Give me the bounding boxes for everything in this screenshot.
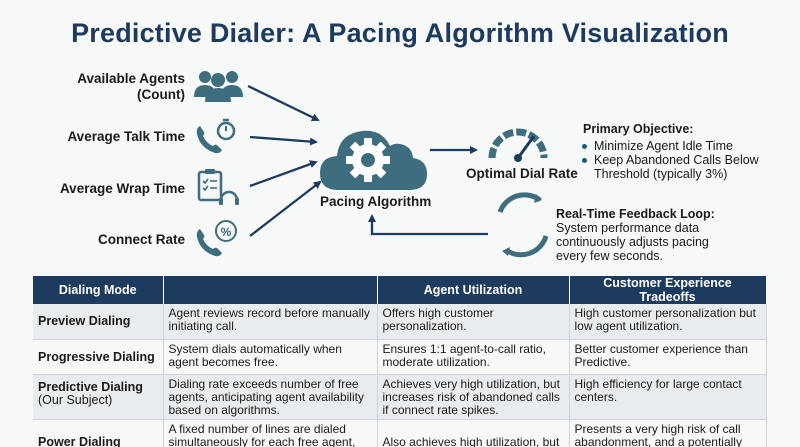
circular-arrows-icon <box>497 192 549 258</box>
row-utilization: Achieves very high utilization, but incr… <box>377 374 570 420</box>
row-utilization: Also achieves high utilization, but <box>377 419 570 447</box>
mode-name: Predictive Dialing <box>38 379 143 394</box>
svg-text:%: % <box>221 225 232 239</box>
pacing-diagram: % <box>194 71 549 258</box>
table-row: Power Dialing A fixed number of lines ar… <box>33 419 767 447</box>
objective-title: Primary Objective: <box>583 122 694 136</box>
input-label-available-agents: Available Agents (Count) <box>77 71 185 102</box>
input-label-average-talk-time: Average Talk Time <box>67 129 185 144</box>
optimal-dial-rate-label: Optimal Dial Rate <box>466 166 578 181</box>
header-description <box>163 276 378 304</box>
clipboard-headset-icon <box>197 169 239 205</box>
objective-list: Minimize Agent Idle Time Keep Abandoned … <box>580 139 770 181</box>
table-row: Predictive Dialing (Our Subject) Dialing… <box>33 374 767 420</box>
row-mode: Preview Dialing <box>33 304 164 340</box>
row-mode: Predictive Dialing (Our Subject) <box>33 374 164 420</box>
objective-item: Minimize Agent Idle Time <box>580 139 770 153</box>
row-description: Dialing rate exceeds number of free agen… <box>163 374 378 420</box>
table-header-row: Dialing Mode Agent Utilization Customer … <box>33 276 767 304</box>
row-utilization: Ensures 1:1 agent-to-call ratio, moderat… <box>377 339 570 375</box>
objective-item: Keep Abandoned Calls Below Threshold (ty… <box>580 153 770 181</box>
pacing-algorithm-label: Pacing Algorithm <box>320 194 432 209</box>
agents-group-icon <box>194 71 243 102</box>
row-tradeoffs: High customer personalization but low ag… <box>569 304 767 340</box>
header-agent-utilization: Agent Utilization <box>377 276 570 304</box>
input-label-average-wrap-time: Average Wrap Time <box>59 181 185 196</box>
speedometer-icon <box>488 128 548 162</box>
page-title: Predictive Dialer: A Pacing Algorithm Vi… <box>71 18 729 48</box>
row-mode: Power Dialing <box>33 419 164 447</box>
row-description: A fixed number of lines are dialed simul… <box>163 419 378 447</box>
mode-name: Power Dialing <box>38 434 121 447</box>
dialing-mode-table: Dialing Mode Agent Utilization Customer … <box>33 276 767 447</box>
header-customer-experience: Customer Experience Tradeoffs <box>569 276 767 304</box>
cloud-gear-icon <box>320 130 427 190</box>
row-tradeoffs: Presents a very high risk of call abando… <box>569 419 767 447</box>
table-row: Progressive Dialing System dials automat… <box>33 339 767 375</box>
row-tradeoffs: Better customer experience than Predicti… <box>569 339 767 375</box>
mode-name: Progressive Dialing <box>38 349 155 364</box>
row-tradeoffs: High efficiency for large contact center… <box>569 374 767 420</box>
input-label-connect-rate: Connect Rate <box>97 232 185 247</box>
phone-stopwatch-icon <box>196 118 236 154</box>
mode-name: Preview Dialing <box>38 314 131 329</box>
feedback-title: Real-Time Feedback Loop: <box>556 207 715 221</box>
mode-subtitle: (Our Subject) <box>38 392 113 407</box>
row-description: System dials automatically when agent be… <box>163 339 378 375</box>
row-description: Agent reviews record before manually ini… <box>163 304 378 340</box>
row-mode: Progressive Dialing <box>33 339 164 375</box>
feedback-text: System performance data continuously adj… <box>556 221 709 263</box>
header-dialing-mode: Dialing Mode <box>33 276 164 304</box>
row-utilization: Offers high customer personalization. <box>377 304 570 340</box>
phone-percent-icon: % <box>196 220 237 257</box>
table-row: Preview Dialing Agent reviews record bef… <box>33 304 767 340</box>
